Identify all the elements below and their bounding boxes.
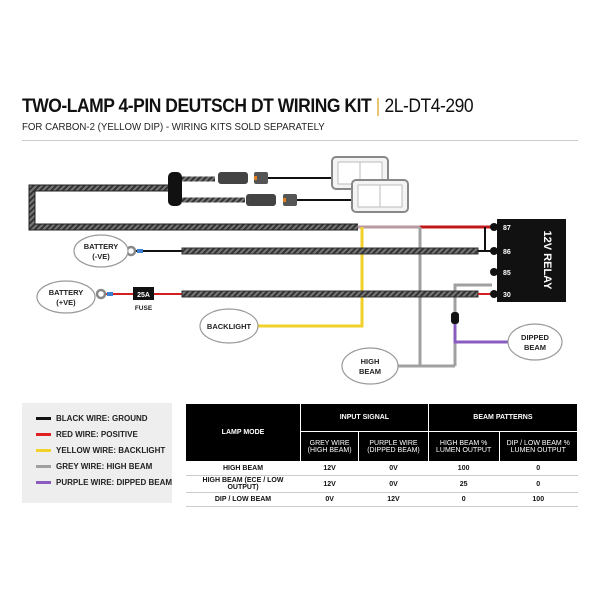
cell: 12V [300, 475, 359, 493]
relay [497, 219, 566, 302]
lamp-1 [331, 156, 389, 190]
lamp-mode-table: LAMP MODE INPUT SIGNAL BEAM PATTERNS GRE… [185, 403, 579, 507]
dipped-beam-bubble [507, 323, 563, 361]
header-high-beam-output: HIGH BEAM % LUMEN OUTPUT [427, 431, 500, 462]
cell: 100 [499, 492, 578, 507]
legend-item: RED WIRE: POSITIVE [36, 430, 138, 439]
legend-label: GREY WIRE: HIGH BEAM [56, 462, 153, 471]
backlight-label: BACKLIGHT [207, 322, 252, 331]
header-grey-wire: GREY WIRE (HIGH BEAM) [299, 431, 360, 462]
header-beam-patterns: BEAM PATTERNS [427, 403, 579, 432]
connector-2 [246, 194, 276, 206]
cell: 0 [499, 461, 578, 476]
fuse-label: FUSE [135, 305, 153, 312]
cell: 0 [499, 475, 578, 493]
pin-87: 87 [503, 225, 511, 232]
battery-neg-sub: (-VE) [92, 252, 110, 261]
title-text: TWO-LAMP 4-PIN DEUTSCH DT WIRING KIT [22, 96, 372, 117]
high-beam-bubble [341, 347, 399, 385]
lamp-2 [351, 179, 409, 213]
page-title: TWO-LAMP 4-PIN DEUTSCH DT WIRING KIT|2L-… [22, 96, 474, 118]
connector-1 [218, 172, 248, 184]
header-purple-wire: PURPLE WIRE (DIPPED BEAM) [358, 431, 429, 462]
legend-label: RED WIRE: POSITIVE [56, 430, 138, 439]
legend-item: BLACK WIRE: GROUND [36, 414, 148, 423]
battery-pos-label: BATTERY [49, 288, 84, 297]
legend-label: PURPLE WIRE: DIPPED BEAM [56, 478, 173, 487]
legend-label: BLACK WIRE: GROUND [56, 414, 148, 423]
cell: 25 [428, 475, 500, 493]
relay-label: 12V RELAY [541, 231, 553, 291]
high-beam-sub: BEAM [359, 367, 381, 376]
battery-neg-bubble [73, 234, 129, 268]
divider [22, 140, 578, 141]
splitter-boot [168, 172, 182, 206]
cell: 100 [428, 461, 500, 476]
dipped-beam-label: DIPPED [521, 333, 550, 342]
legend-item: PURPLE WIRE: DIPPED BEAM [36, 478, 172, 487]
cell: 0 [428, 492, 500, 507]
cell: DIP / LOW BEAM [185, 492, 301, 507]
backlight-bubble [199, 308, 259, 344]
cell: HIGH BEAM (ECE / LOW OUTPUT) [185, 475, 301, 493]
kit-code: 2L-DT4-290 [384, 96, 474, 117]
dip-connector [451, 312, 459, 324]
header-dip-beam-output: DIP / LOW BEAM % LUMEN OUTPUT [498, 431, 579, 462]
title-separator: | [375, 96, 381, 117]
pin-86: 86 [503, 249, 511, 256]
legend-item: YELLOW WIRE: BACKLIGHT [36, 446, 165, 455]
cell: 0V [300, 492, 359, 507]
cell: HIGH BEAM [185, 461, 301, 476]
legend-label: YELLOW WIRE: BACKLIGHT [56, 446, 166, 455]
battery-pos-sub: (+VE) [56, 298, 76, 307]
cell: 12V [358, 492, 429, 507]
ring-terminal-pos [95, 288, 107, 300]
purple-wire [453, 324, 508, 344]
header-lamp-mode: LAMP MODE [185, 403, 301, 462]
yellow-wire [258, 227, 364, 328]
cell: 0V [358, 461, 429, 476]
legend-item: GREY WIRE: HIGH BEAM [36, 462, 152, 471]
pin-30: 30 [503, 292, 511, 299]
pin-85: 85 [503, 270, 511, 277]
wiring-diagram: 25A FUSE 87 86 85 30 12V RELAY BATTERY (… [28, 156, 566, 385]
cell: 0V [358, 475, 429, 493]
header-input-signal: INPUT SIGNAL [300, 403, 429, 432]
dipped-beam-sub: BEAM [524, 343, 546, 352]
main-loom [28, 184, 358, 231]
fuse-rating: 25A [137, 292, 150, 299]
battery-neg-label: BATTERY [84, 242, 119, 251]
subtitle: FOR CARBON-2 (YELLOW DIP) - WIRING KITS … [22, 121, 325, 133]
high-beam-label: HIGH [361, 357, 380, 366]
cell: 12V [300, 461, 359, 476]
battery-pos-bubble [36, 280, 96, 314]
fuse [133, 287, 154, 300]
wire-legend: BLACK WIRE: GROUND RED WIRE: POSITIVE YE… [22, 403, 172, 503]
